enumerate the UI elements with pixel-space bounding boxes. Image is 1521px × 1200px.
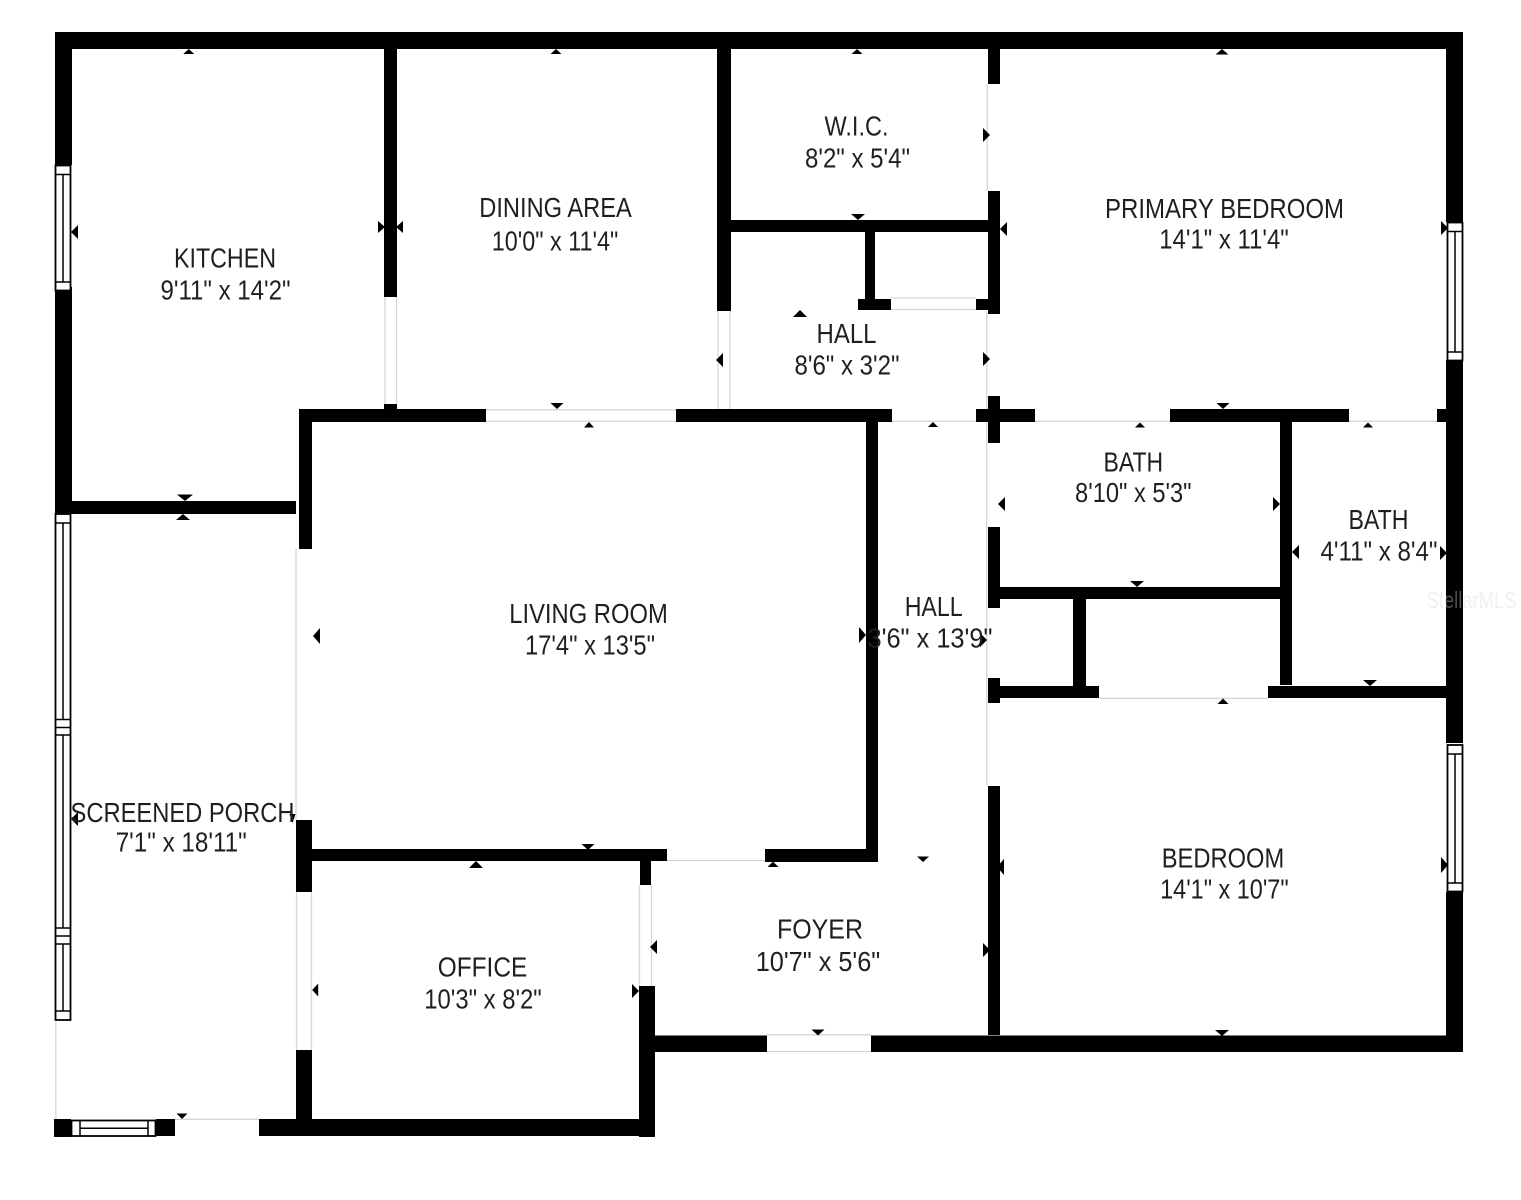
svg-text:14'1" x 10'7": 14'1" x 10'7" bbox=[1160, 874, 1289, 905]
svg-text:9'11" x 14'2": 9'11" x 14'2" bbox=[161, 275, 291, 306]
svg-text:4'11" x 8'4": 4'11" x 8'4" bbox=[1321, 535, 1438, 566]
svg-text:OFFICE: OFFICE bbox=[438, 951, 528, 982]
svg-text:DINING AREA: DINING AREA bbox=[479, 192, 632, 223]
svg-text:SCREENED PORCH: SCREENED PORCH bbox=[71, 797, 295, 828]
svg-text:17'4" x 13'5": 17'4" x 13'5" bbox=[525, 630, 655, 661]
svg-text:7'1" x 18'11": 7'1" x 18'11" bbox=[116, 827, 247, 858]
svg-text:W.I.C.: W.I.C. bbox=[825, 110, 889, 141]
svg-text:8'10" x 5'3": 8'10" x 5'3" bbox=[1075, 477, 1192, 508]
svg-text:KITCHEN: KITCHEN bbox=[174, 242, 276, 273]
svg-text:8'2" x 5'4": 8'2" x 5'4" bbox=[805, 142, 910, 173]
svg-text:10'3" x 8'2": 10'3" x 8'2" bbox=[424, 984, 542, 1015]
svg-text:8'6" x 3'2": 8'6" x 3'2" bbox=[795, 350, 900, 381]
svg-text:3'6" x 13'9": 3'6" x 13'9" bbox=[868, 622, 993, 653]
svg-text:BATH: BATH bbox=[1104, 446, 1164, 477]
svg-text:HALL: HALL bbox=[817, 318, 877, 349]
svg-text:FOYER: FOYER bbox=[777, 913, 863, 944]
svg-text:StellarMLS: StellarMLS bbox=[1427, 587, 1517, 613]
svg-text:10'7" x 5'6": 10'7" x 5'6" bbox=[756, 946, 881, 977]
svg-text:BATH: BATH bbox=[1349, 504, 1409, 535]
svg-text:HALL: HALL bbox=[905, 591, 963, 622]
svg-text:LIVING ROOM: LIVING ROOM bbox=[509, 598, 668, 629]
svg-text:PRIMARY BEDROOM: PRIMARY BEDROOM bbox=[1105, 193, 1344, 224]
svg-text:10'0" x 11'4": 10'0" x 11'4" bbox=[492, 226, 619, 257]
svg-text:14'1" x 11'4": 14'1" x 11'4" bbox=[1159, 224, 1289, 255]
svg-text:BEDROOM: BEDROOM bbox=[1162, 842, 1285, 873]
svg-text:StellarMLS: StellarMLS bbox=[1427, 587, 1517, 613]
